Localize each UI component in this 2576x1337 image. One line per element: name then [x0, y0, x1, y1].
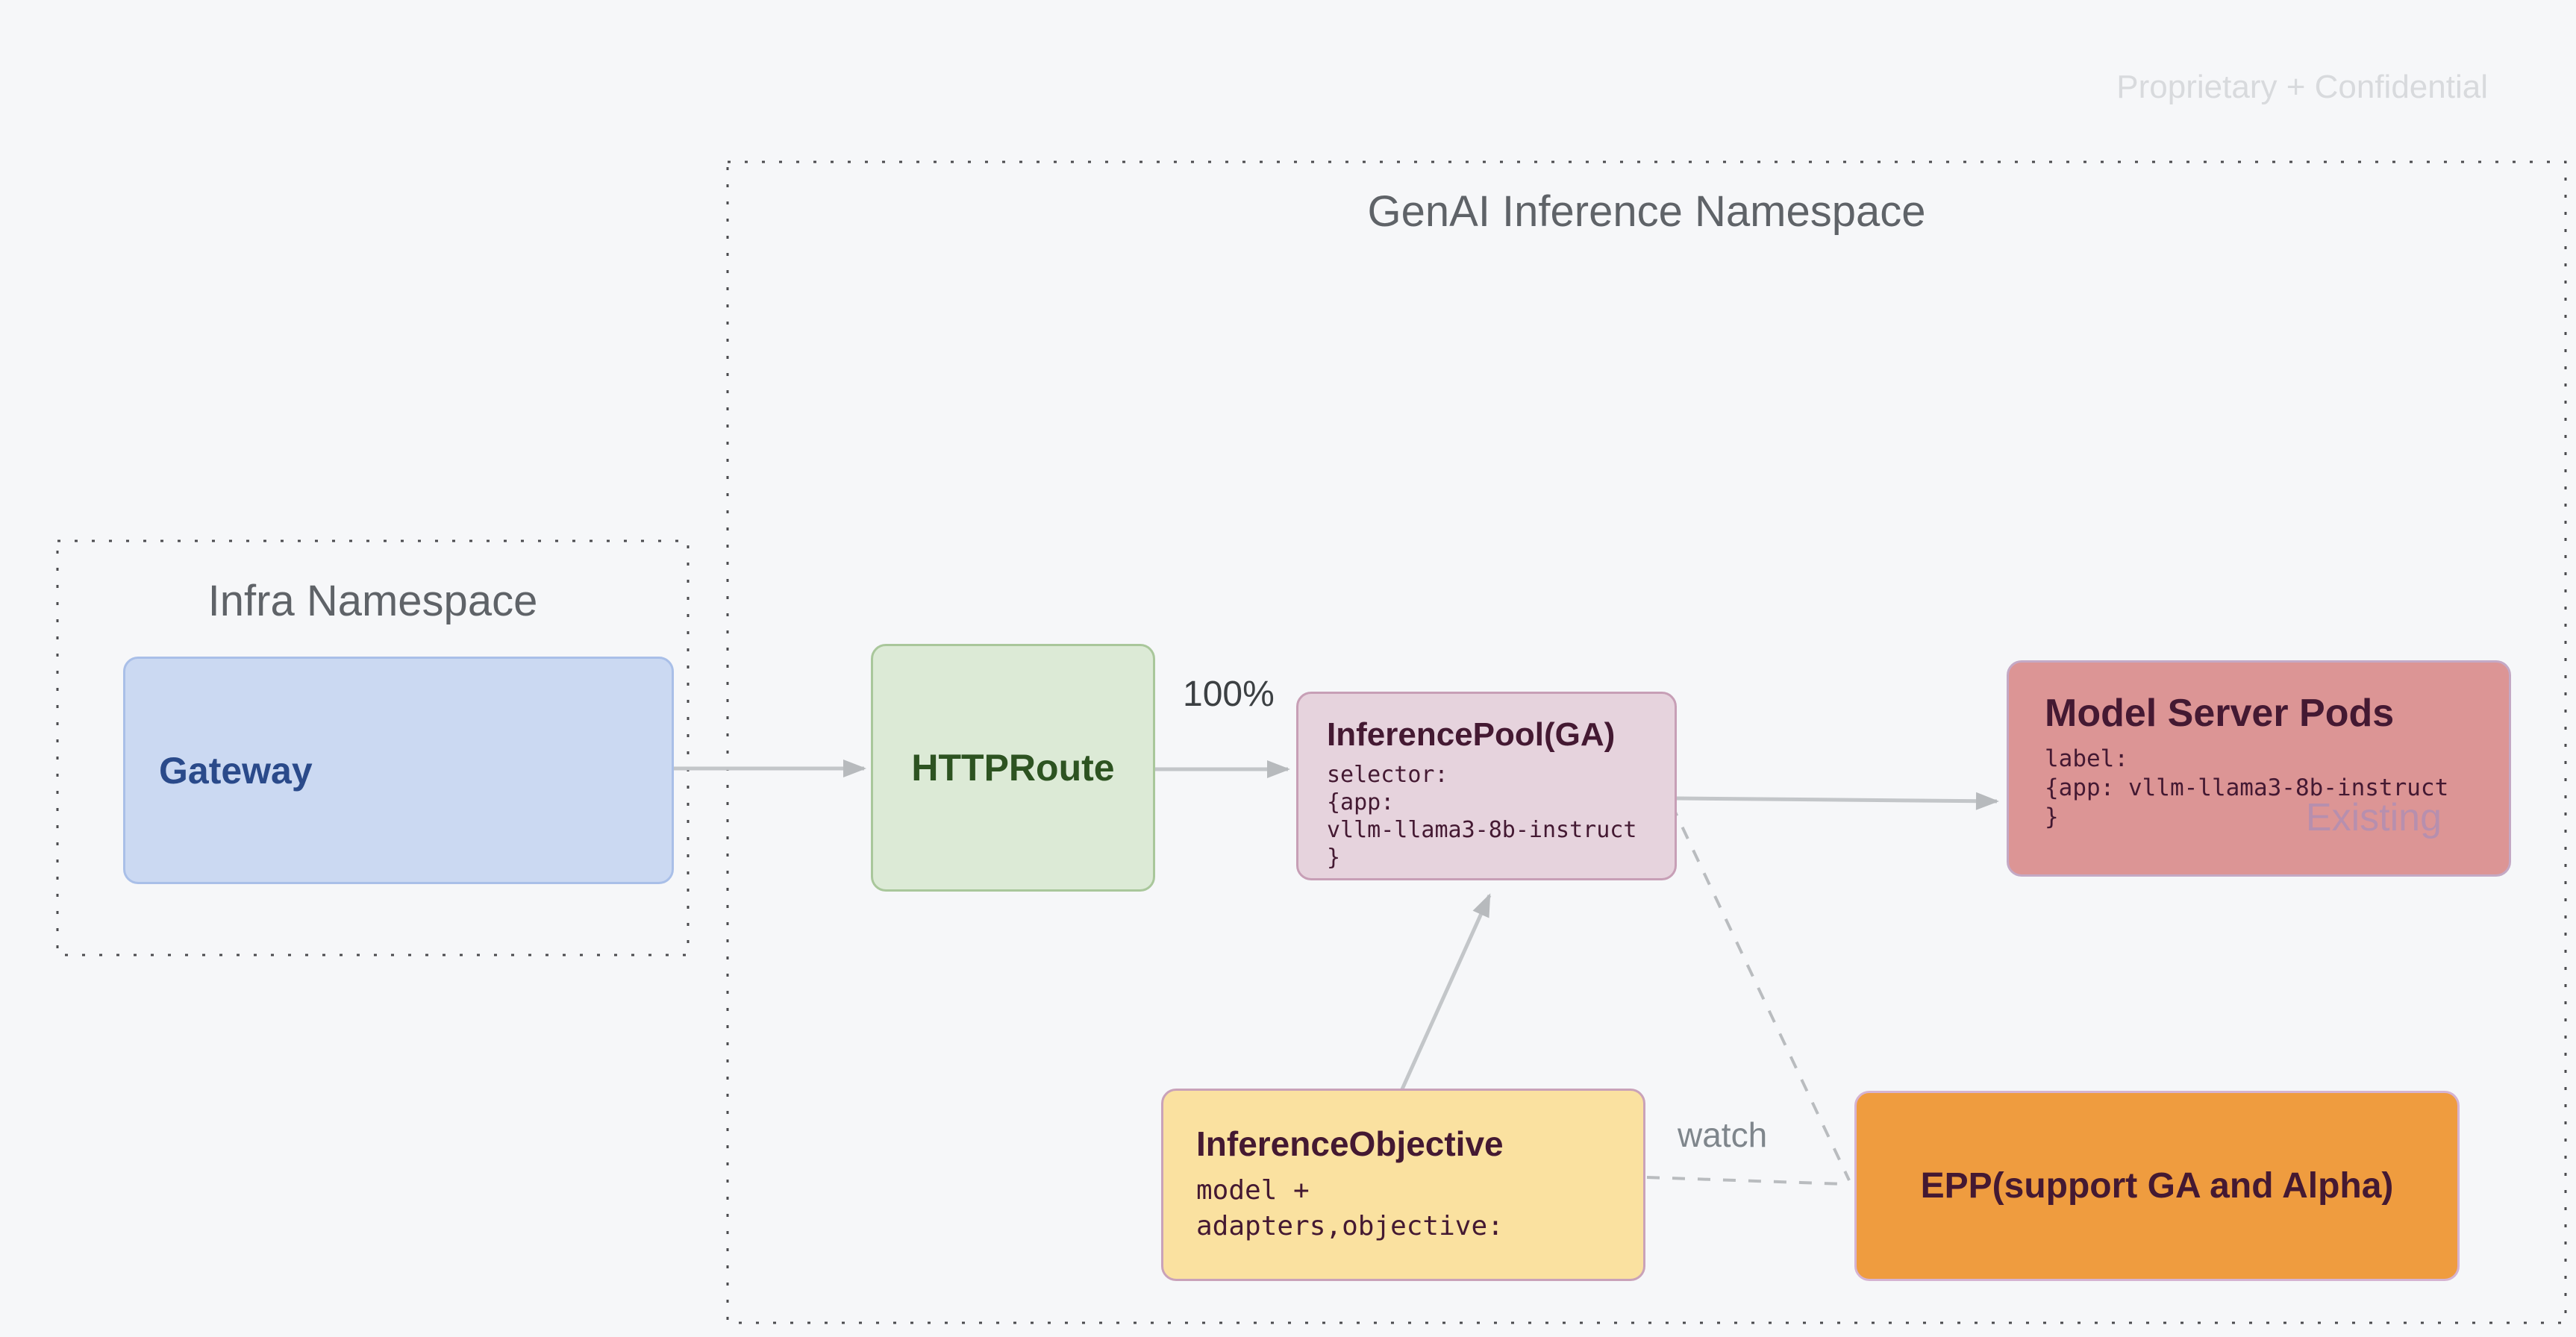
inference-objective-title: InferenceObjective — [1196, 1124, 1504, 1163]
existing-status-label: Existing — [2305, 796, 2442, 839]
genai-namespace-title: GenAI Inference Namespace — [1367, 187, 1926, 236]
dashed-line-inferenceobjective-to-epp — [1646, 1176, 1845, 1186]
inference-objective-body-code: model + adapters,objective: — [1196, 1175, 1504, 1242]
traffic-split-label: 100% — [1183, 674, 1275, 714]
epp-node: EPP(support GA and Alpha) — [1854, 1091, 2460, 1281]
arrow-inferencepool-to-modelserverpods — [1676, 792, 1999, 810]
httproute-node: HTTPRoute — [871, 644, 1155, 892]
watermark-text: Proprietary + Confidential — [2116, 69, 2488, 105]
inference-pool-title: InferencePool(GA) — [1327, 716, 1616, 753]
httproute-title: HTTPRoute — [911, 747, 1115, 789]
infra-namespace-title: Infra Namespace — [207, 577, 538, 625]
epp-title: EPP(support GA and Alpha) — [1920, 1166, 2394, 1206]
inference-pool-selector-code: selector: {app: vllm-llama3-8b-instruct … — [1327, 762, 1637, 871]
gateway-node: Gateway — [123, 657, 674, 884]
model-server-pods-label-code: label: {app: vllm-llama3-8b-instruct } — [2045, 745, 2449, 830]
arrow-inferenceobjective-to-inferencepool — [1399, 893, 1492, 1092]
model-server-pods-node: Model Server Pods label: {app: vllm-llam… — [2007, 660, 2511, 877]
model-server-pods-title: Model Server Pods — [2045, 692, 2395, 735]
inference-objective-node: InferenceObjective model + adapters,obje… — [1161, 1089, 1645, 1281]
gateway-title: Gateway — [159, 749, 313, 792]
inference-pool-node: InferencePool(GA) selector: {app: vllm-l… — [1296, 692, 1677, 880]
watch-label: watch — [1678, 1115, 1768, 1154]
